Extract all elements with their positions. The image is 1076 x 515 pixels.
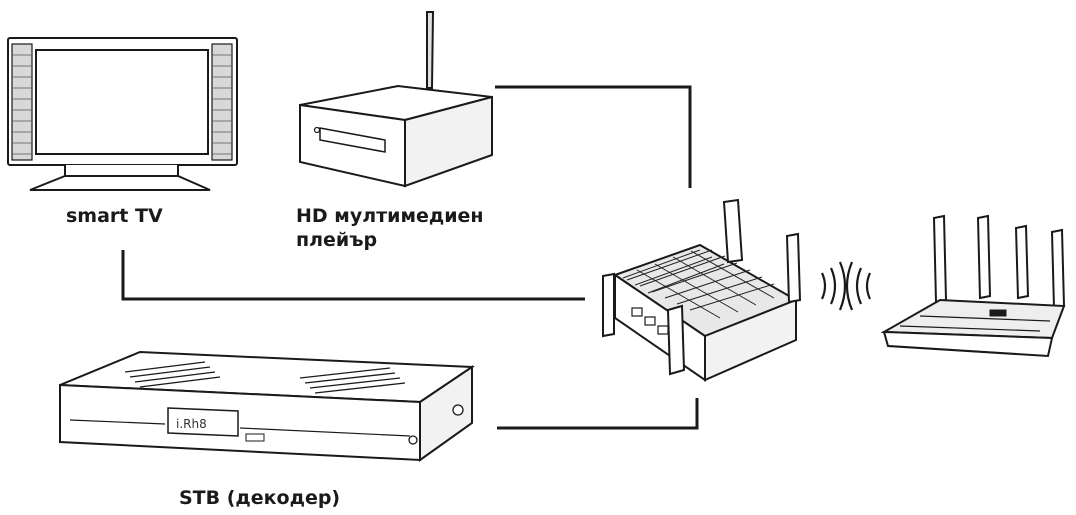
link-tv-to-router (121, 250, 585, 301)
stb-decoder-icon (59, 350, 476, 462)
hd-media-player-icon (299, 11, 493, 188)
hd-player-label-line1: HD мултимедиен (296, 205, 484, 227)
smart-tv-icon (7, 37, 238, 191)
stb-label: STB (декодер) (179, 487, 341, 509)
hd-player-label-line2: плейър (296, 229, 378, 251)
connections (121, 85, 699, 430)
wifi-signal-icon (820, 261, 872, 311)
link-stb-to-router (497, 398, 699, 430)
smart-tv-label: smart TV (66, 205, 163, 227)
main-router-icon (602, 198, 802, 382)
hd-player-label: HD мултимедиен плейър (296, 204, 484, 252)
link-hd-player-to-router (495, 85, 692, 188)
wireless-router-icon (880, 214, 1066, 358)
stb-display-text: i.Rh8 (176, 417, 207, 431)
